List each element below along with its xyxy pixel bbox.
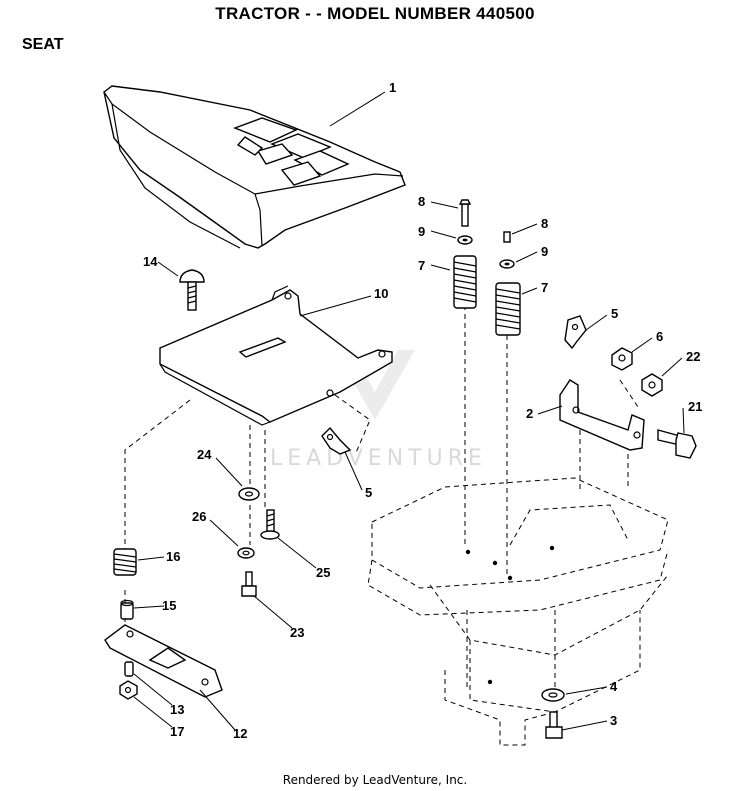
part-shoulder-bolt[interactable] bbox=[260, 509, 280, 540]
callout-5a: 5 bbox=[611, 306, 618, 321]
part-washer-4[interactable] bbox=[541, 688, 565, 702]
callout-5b: 5 bbox=[365, 485, 372, 500]
part-spring-16[interactable] bbox=[113, 548, 137, 576]
part-washer-26[interactable] bbox=[237, 547, 255, 559]
assembly-guides bbox=[124, 305, 641, 690]
callout-15: 15 bbox=[162, 598, 176, 613]
callout-7b: 7 bbox=[541, 280, 548, 295]
callout-4: 4 bbox=[610, 679, 618, 694]
part-stud[interactable] bbox=[124, 661, 134, 677]
callout-12: 12 bbox=[233, 726, 247, 741]
callout-25: 25 bbox=[316, 565, 330, 580]
callout-9b: 9 bbox=[541, 244, 548, 259]
part-spacer[interactable] bbox=[120, 599, 134, 620]
callout-14: 14 bbox=[143, 254, 158, 269]
part-flat-washer[interactable] bbox=[238, 487, 260, 501]
callout-8b: 8 bbox=[541, 216, 548, 231]
callout-24: 24 bbox=[197, 447, 212, 462]
callout-22: 22 bbox=[686, 349, 700, 364]
callout-13: 13 bbox=[170, 702, 184, 717]
part-clip-lower[interactable] bbox=[321, 426, 352, 455]
page-title: TRACTOR - - MODEL NUMBER 440500 bbox=[215, 4, 535, 23]
part-nut[interactable] bbox=[611, 347, 633, 371]
section-title: SEAT bbox=[22, 36, 64, 53]
footer-credit: Rendered by LeadVenture, Inc. bbox=[282, 773, 468, 787]
part-seat[interactable] bbox=[103, 85, 406, 249]
callout-23: 23 bbox=[290, 625, 304, 640]
part-spring-right[interactable] bbox=[495, 282, 521, 336]
callout-2: 2 bbox=[526, 406, 533, 421]
part-washer-right[interactable] bbox=[499, 259, 515, 269]
part-locknut[interactable] bbox=[641, 373, 663, 397]
callout-8a: 8 bbox=[418, 194, 425, 209]
callout-26: 26 bbox=[192, 509, 206, 524]
part-carriage-bolt[interactable] bbox=[179, 269, 205, 311]
part-nut-17[interactable] bbox=[119, 680, 138, 700]
callout-labels: 1 10 14 8 9 7 8 9 7 5 6 22 2 21 5 24 26 … bbox=[143, 80, 702, 741]
callout-1: 1 bbox=[389, 80, 396, 95]
callout-17: 17 bbox=[170, 724, 184, 739]
part-bolt-3[interactable] bbox=[545, 711, 563, 739]
part-bolt-right[interactable] bbox=[503, 231, 511, 243]
watermark-text: LEADVENTURE bbox=[270, 446, 487, 471]
callout-21: 21 bbox=[688, 399, 702, 414]
part-plate[interactable] bbox=[104, 624, 223, 698]
callout-16: 16 bbox=[166, 549, 180, 564]
part-spring-left[interactable] bbox=[453, 255, 477, 309]
part-washer-left[interactable] bbox=[457, 235, 473, 245]
part-bolt-left[interactable] bbox=[458, 199, 472, 227]
part-seat-pan[interactable] bbox=[159, 285, 393, 426]
callout-9a: 9 bbox=[418, 224, 425, 239]
callout-7a: 7 bbox=[418, 258, 425, 273]
tractor-frame bbox=[367, 477, 669, 746]
part-bolt-23[interactable] bbox=[241, 571, 257, 597]
part-clip-upper[interactable] bbox=[564, 315, 587, 350]
callout-6: 6 bbox=[656, 329, 663, 344]
leader-lines bbox=[133, 91, 685, 731]
callout-10: 10 bbox=[374, 286, 388, 301]
part-hex-bolt[interactable] bbox=[657, 429, 697, 459]
part-bracket[interactable] bbox=[559, 379, 645, 451]
callout-3: 3 bbox=[610, 713, 617, 728]
